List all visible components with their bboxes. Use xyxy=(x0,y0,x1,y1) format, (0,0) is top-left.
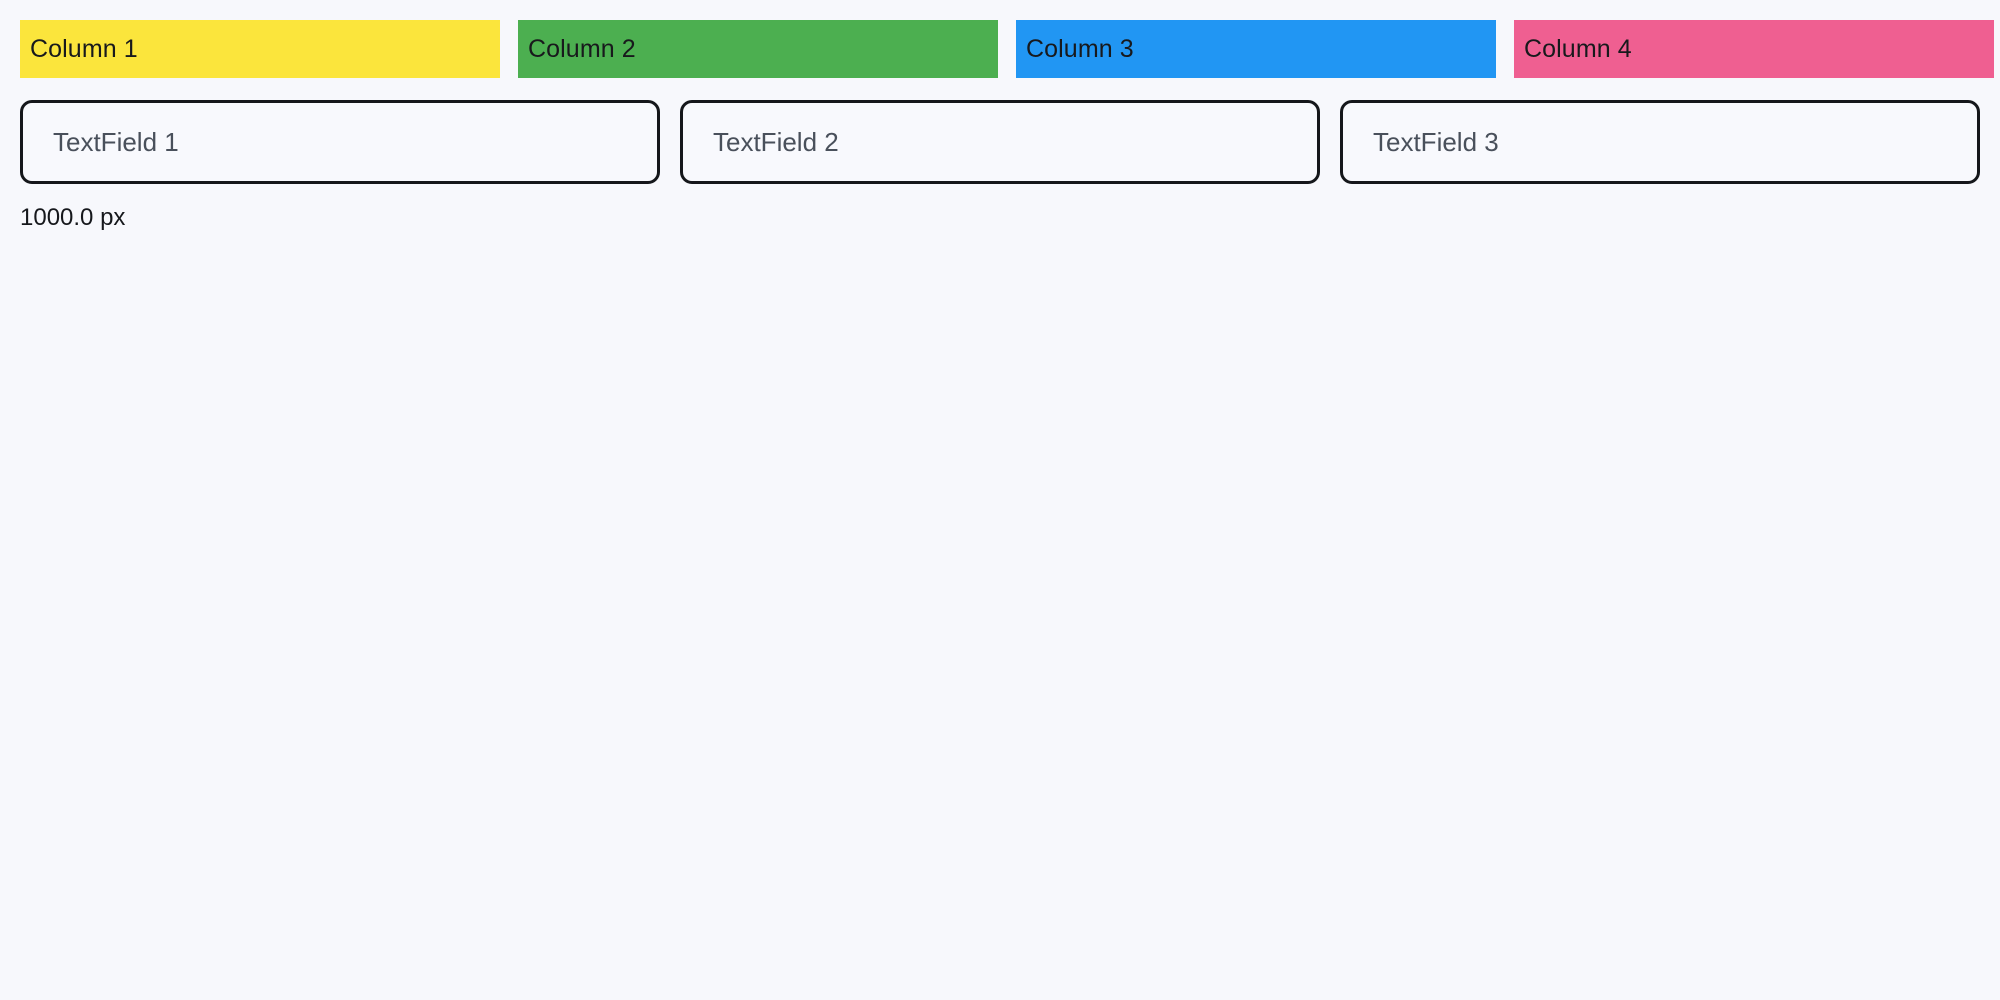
textfields-row xyxy=(20,100,1980,184)
column-block-3[interactable]: Column 3 xyxy=(1016,20,1496,78)
textfield-2[interactable] xyxy=(680,100,1320,184)
size-readout-label: 1000.0 px xyxy=(20,204,126,231)
column-block-2[interactable]: Column 2 xyxy=(518,20,998,78)
columns-row: Column 1 Column 2 Column 3 Column 4 xyxy=(20,20,2000,78)
textfield-1[interactable] xyxy=(20,100,660,184)
textfield-3[interactable] xyxy=(1340,100,1980,184)
column-block-1[interactable]: Column 1 xyxy=(20,20,500,78)
column-block-4[interactable]: Column 4 xyxy=(1514,20,1994,78)
